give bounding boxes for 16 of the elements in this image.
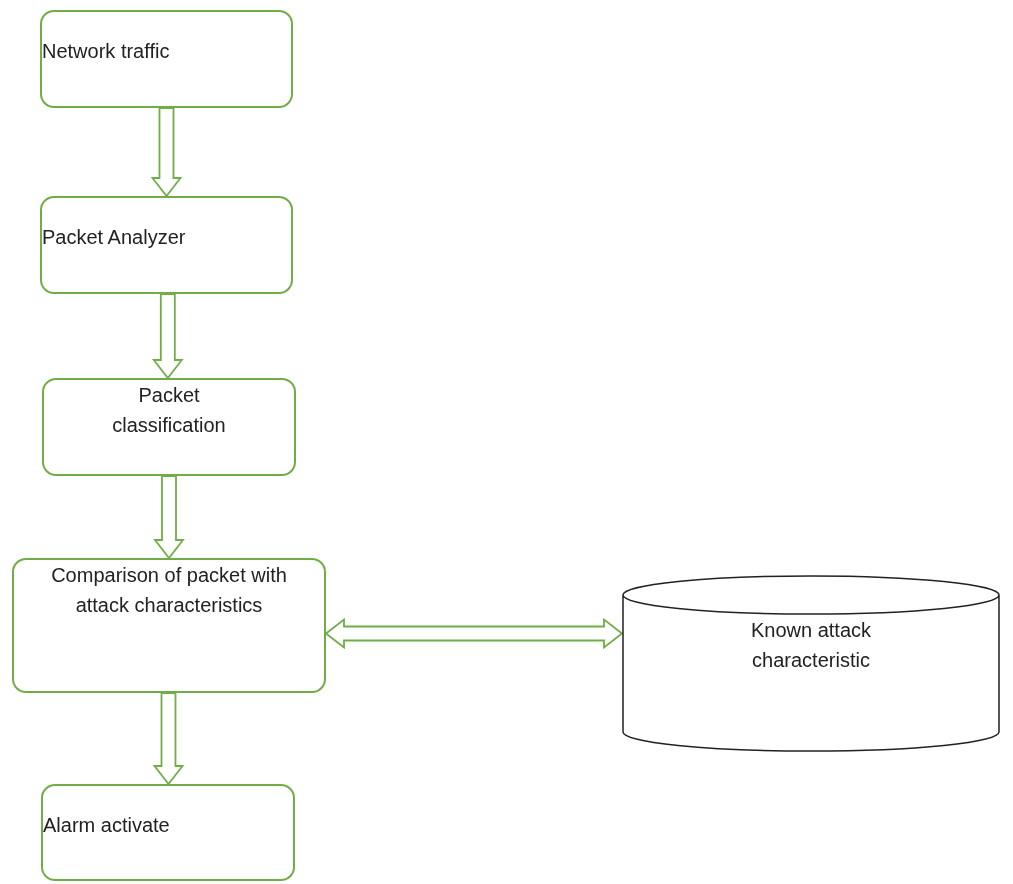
node-label: Comparison of packet with attack characteristics: [50, 563, 288, 618]
block-arrow: [151, 293, 184, 380]
node-label: Known attack characteristic: [749, 618, 873, 673]
block-arrow: [153, 475, 185, 560]
process-box: [40, 10, 293, 108]
block-arrow: [150, 107, 183, 198]
node-label: Network traffic: [42, 39, 170, 64]
block-arrow: [152, 692, 185, 786]
process-box: [12, 558, 326, 693]
node-label: Packet Analyzer: [42, 225, 186, 250]
node-label: Alarm activate: [43, 813, 170, 838]
process-box: [40, 196, 293, 294]
process-box: [41, 784, 295, 881]
process-box: [42, 378, 296, 476]
node-label: Packet classification: [111, 383, 227, 438]
block-arrow: [324, 617, 624, 650]
